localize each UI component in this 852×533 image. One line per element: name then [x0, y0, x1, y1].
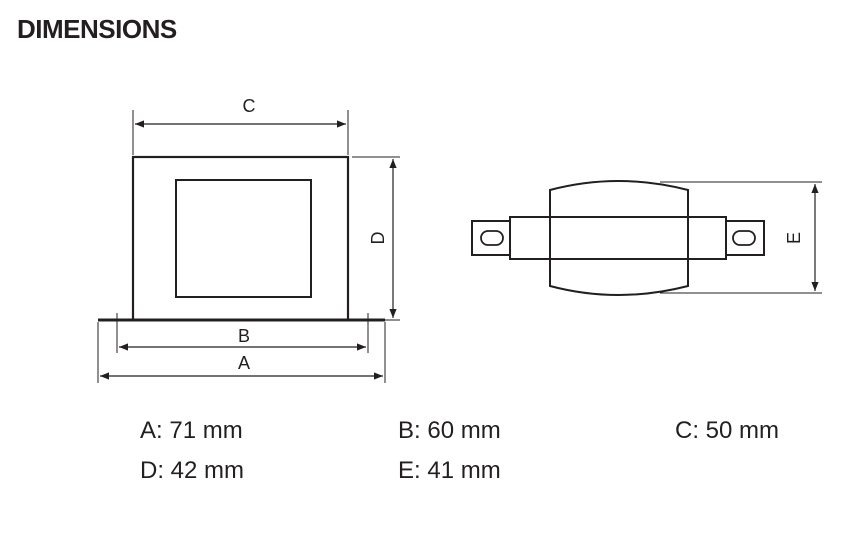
- spec-e: E: 41 mm: [398, 457, 501, 484]
- transformer-frame: [131, 155, 350, 322]
- mounting-slot-right: [732, 230, 756, 246]
- spec-a: A: 71 mm: [140, 417, 243, 444]
- mounting-slot-left: [480, 230, 504, 246]
- dim-label-a: A: [238, 353, 250, 373]
- spec-b: B: 60 mm: [398, 417, 501, 444]
- transformer-window: [175, 179, 312, 298]
- front-view: [97, 110, 400, 383]
- spec-c: C: 50 mm: [675, 417, 780, 444]
- dim-label-d: D: [368, 232, 388, 245]
- dim-label-e: E: [784, 232, 804, 244]
- page-title: DIMENSIONS: [17, 14, 177, 44]
- mounting-tab-right: [725, 220, 765, 256]
- coil-body: [549, 180, 689, 296]
- dim-label-b: B: [238, 326, 250, 346]
- side-view: [471, 180, 822, 296]
- mounting-tab-left: [471, 220, 511, 256]
- dim-label-c: C: [243, 96, 256, 116]
- spec-d: D: 42 mm: [140, 457, 245, 484]
